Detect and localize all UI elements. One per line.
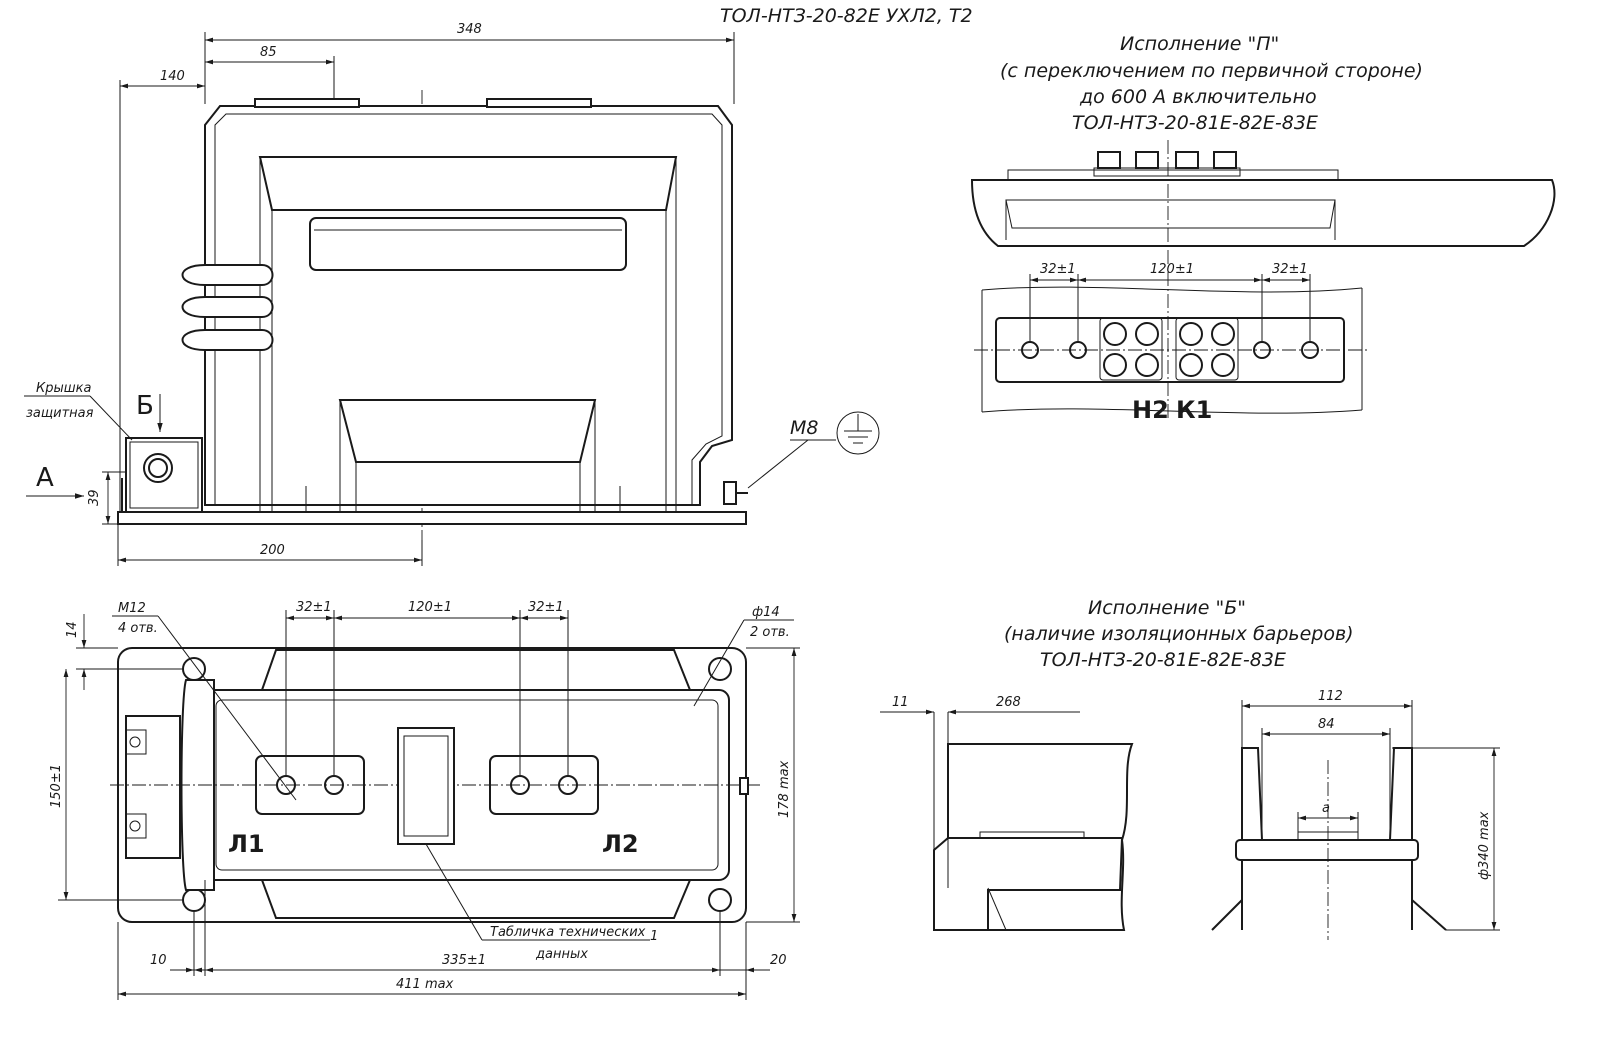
terminal-studs — [1093, 151, 1241, 177]
hole-dia: ф14 — [752, 605, 780, 620]
dim-411: 411 max — [396, 977, 454, 992]
side-view: 348 85 140 — [24, 22, 880, 566]
thread-m8: М8 — [790, 417, 818, 439]
variant-p: Исполнение "П" (с переключением по перви… — [970, 33, 1556, 424]
dim-112: 112 — [1318, 689, 1343, 704]
dim-39: 39 — [87, 489, 102, 506]
variant-b-title-3: ТОЛ-НТЗ-20-81Е-82Е-83Е — [1040, 649, 1286, 671]
plan-dim-left: 32±1 — [296, 600, 332, 615]
plan-dim-right: 32±1 — [528, 600, 564, 615]
plan-view: Л1 Л2 М12 4 отв. 32±1 120±1 32±1 ф14 2 о… — [49, 600, 800, 1000]
hole-count: 2 отв. — [750, 625, 790, 640]
thread-m12: М12 — [118, 601, 146, 616]
insulator-ribs — [181, 264, 274, 351]
view-b-letter: Б — [136, 391, 154, 421]
dim-14: 14 — [65, 621, 80, 638]
variant-p-dim-mid: 120±1 — [1150, 262, 1194, 277]
variant-b: Исполнение "Б" (наличие изоляционных бар… — [880, 597, 1500, 940]
dim-268: 268 — [996, 695, 1021, 710]
variant-p-title-1: Исполнение "П" — [1120, 33, 1279, 55]
label-l2: Л2 — [602, 830, 639, 858]
cover-label-line2: защитная — [26, 406, 94, 421]
ground-icon — [836, 411, 880, 455]
variant-p-title-3: до 600 А включительно — [1079, 86, 1317, 108]
cover-label-line1: Крышка — [36, 381, 91, 396]
plate-label-1: Табличка технических — [490, 925, 646, 940]
label-k1: К1 — [1176, 396, 1212, 424]
dim-84: 84 — [1318, 717, 1335, 732]
plate-label-2: данных — [535, 947, 588, 962]
view-a-letter: А — [36, 463, 54, 493]
variant-p-dim-left: 32±1 — [1040, 262, 1076, 277]
variant-b-title-1: Исполнение "Б" — [1088, 597, 1246, 619]
plate-ref: 1 — [650, 929, 658, 944]
variant-p-dim-right: 32±1 — [1272, 262, 1308, 277]
dim-335: 335±1 — [442, 953, 486, 968]
plan-dim-mid: 120±1 — [408, 600, 452, 615]
dim-20: 20 — [770, 953, 787, 968]
label-h2: Н2 — [1132, 396, 1169, 424]
variant-p-title-2: (с переключением по первичной стороне) — [1000, 60, 1423, 82]
thread-count: 4 отв. — [118, 621, 158, 636]
label-l1: Л1 — [228, 830, 265, 858]
dim-a: а — [1322, 801, 1330, 816]
dim-340: ф340 max — [1477, 811, 1492, 880]
dim-140: 140 — [160, 69, 185, 84]
dim-11: 11 — [892, 695, 909, 710]
dim-85: 85 — [260, 45, 277, 60]
variant-b-title-2: (наличие изоляционных барьеров) — [1004, 623, 1354, 645]
dim-178: 178 max — [777, 760, 792, 818]
variant-p-title-4: ТОЛ-НТЗ-20-81Е-82Е-83Е — [1072, 112, 1318, 134]
dim-150: 150±1 — [49, 764, 64, 808]
dim-10: 10 — [150, 953, 167, 968]
dim-348: 348 — [457, 22, 482, 37]
drawing-title: ТОЛ-НТЗ-20-82Е УХЛ2, Т2 — [720, 5, 973, 27]
dim-200: 200 — [260, 543, 285, 558]
